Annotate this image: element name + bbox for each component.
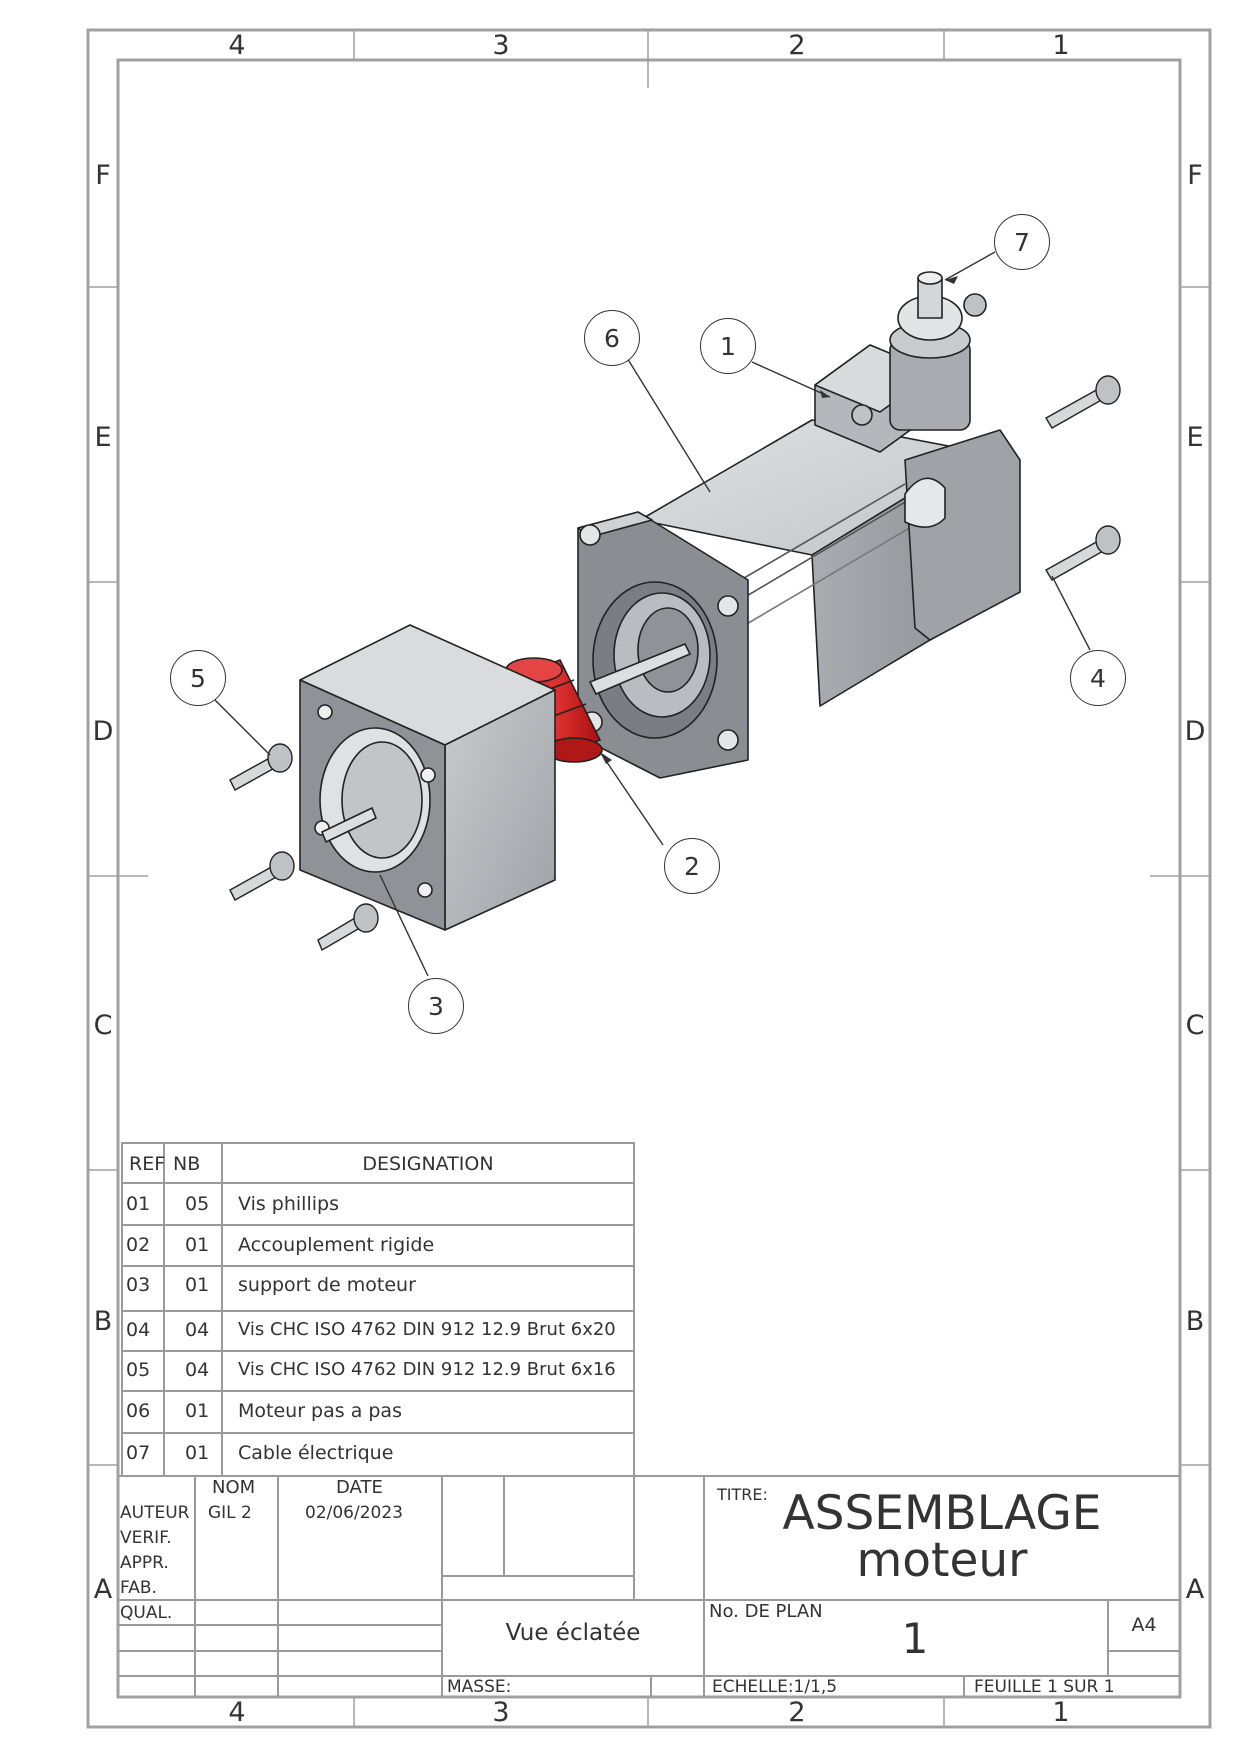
bom-row-5-nb: 04 (185, 1359, 210, 1381)
drawing-title-line2: moteur (856, 1533, 1028, 1588)
bom-row-3-nb: 01 (185, 1274, 210, 1296)
zone-column-top-3: 3 (492, 30, 510, 61)
screws-6x16 (229, 743, 379, 952)
leader-lines (214, 251, 1091, 977)
tb-format: A4 (1131, 1614, 1157, 1636)
bom-row-1-designation: Vis phillips (238, 1193, 339, 1215)
balloon-2: 2 (664, 838, 720, 894)
tb-verif-label: VERIF. (120, 1528, 172, 1548)
bom-row-4-designation: Vis CHC ISO 4762 DIN 912 12.9 Brut 6x20 (238, 1319, 616, 1340)
bom-header-ref: REF (129, 1153, 166, 1175)
zone-row-left-B: B (93, 1306, 113, 1337)
zone-row-right-C: C (1185, 1010, 1205, 1041)
bom-row-2-nb: 01 (185, 1234, 210, 1256)
tb-echelle: ECHELLE:1/1,5 (712, 1677, 838, 1697)
balloon-6: 6 (584, 310, 640, 366)
bom-row-6-nb: 01 (185, 1400, 210, 1422)
tb-feuille: FEUILLE 1 SUR 1 (974, 1677, 1115, 1697)
bom-row-4-ref: 04 (126, 1319, 151, 1341)
tb-auteur-date: 02/06/2023 (305, 1503, 403, 1523)
tb-masse-label: MASSE: (447, 1677, 512, 1697)
bom-row-2-ref: 02 (126, 1234, 151, 1256)
bom-header-nb: NB (173, 1153, 201, 1175)
zone-row-left-E: E (94, 422, 112, 453)
exploded-view (214, 251, 1121, 977)
balloon-3: 3 (408, 978, 464, 1034)
zone-column-top-4: 4 (228, 30, 246, 61)
zone-row-right-E: E (1186, 422, 1204, 453)
bom-row-7-nb: 01 (185, 1442, 210, 1464)
bom-row-3-ref: 03 (126, 1274, 151, 1296)
tb-titre-label: TITRE: (717, 1485, 768, 1504)
zone-column-bottom-4: 4 (228, 1697, 246, 1728)
zone-row-right-F: F (1187, 160, 1203, 191)
bom-row-3-designation: support de moteur (238, 1274, 416, 1296)
zone-row-right-A: A (1185, 1574, 1205, 1605)
motor-support (299, 624, 556, 931)
bom-row-5-ref: 05 (126, 1359, 151, 1381)
zone-column-bottom-1: 1 (1052, 1697, 1070, 1728)
tb-appr-label: APPR. (120, 1553, 169, 1573)
balloon-5: 5 (170, 650, 226, 706)
tb-fab-label: FAB. (120, 1578, 157, 1598)
tb-date-label: DATE (336, 1477, 383, 1498)
zone-column-top-1: 1 (1052, 30, 1070, 61)
zone-column-bottom-2: 2 (788, 1697, 806, 1728)
leader-arrowheads (600, 276, 958, 764)
zone-row-left-F: F (95, 160, 111, 191)
drawing-title-line1: ASSEMBLAGE (782, 1486, 1102, 1541)
zone-row-left-A: A (93, 1574, 113, 1605)
zone-row-right-D: D (1184, 716, 1206, 747)
zone-row-right-B: B (1185, 1306, 1205, 1337)
tb-auteur-label: AUTEUR (120, 1503, 190, 1523)
bom-row-1-nb: 05 (185, 1193, 210, 1215)
bom-row-6-ref: 06 (126, 1400, 151, 1422)
balloon-4: 4 (1070, 650, 1126, 706)
tb-auteur-nom: GIL 2 (208, 1503, 252, 1523)
bom-header-designation: DESIGNATION (362, 1153, 494, 1175)
bom-row-5-designation: Vis CHC ISO 4762 DIN 912 12.9 Brut 6x16 (238, 1359, 616, 1380)
bom-row-4-nb: 04 (185, 1319, 210, 1341)
tb-view-label: Vue éclatée (505, 1620, 641, 1646)
bom-row-7-ref: 07 (126, 1442, 151, 1464)
bom-row-7-designation: Cable électrique (238, 1442, 394, 1464)
zone-column-bottom-3: 3 (492, 1697, 510, 1728)
zone-row-left-D: D (92, 716, 114, 747)
bom-row-6-designation: Moteur pas a pas (238, 1400, 402, 1422)
bom-row-2-designation: Accouplement rigide (238, 1234, 435, 1256)
zone-row-left-C: C (93, 1010, 113, 1041)
balloon-7: 7 (994, 214, 1050, 270)
balloon-1: 1 (700, 318, 756, 374)
tb-plan-number: 1 (901, 1614, 929, 1663)
zone-column-top-2: 2 (788, 30, 806, 61)
tb-qual-label: QUAL. (120, 1603, 173, 1623)
stepper-motor (577, 271, 1021, 779)
screws-6x20 (1045, 375, 1121, 581)
tb-plan-label: No. DE PLAN (709, 1601, 823, 1622)
tb-nom-label: NOM (212, 1477, 256, 1498)
bom-row-1-ref: 01 (126, 1193, 151, 1215)
